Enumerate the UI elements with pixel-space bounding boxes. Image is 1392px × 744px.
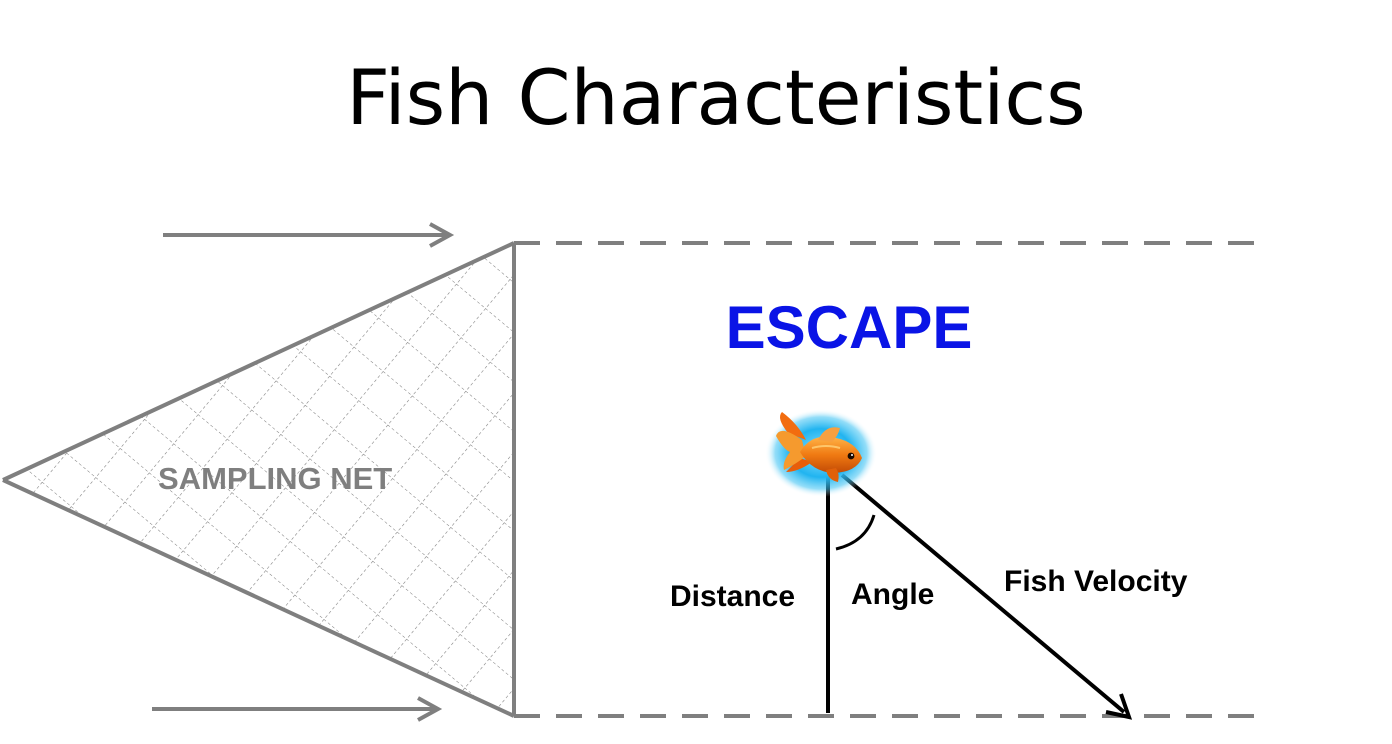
angle-label: Angle <box>851 578 934 611</box>
angle-arc <box>835 514 876 551</box>
velocity-arrow-icon <box>840 473 1133 720</box>
flow-arrow-top <box>163 222 455 248</box>
sampling-net-label: SAMPLING NET <box>158 461 392 496</box>
flow-arrow-bottom <box>152 696 443 722</box>
distance-label: Distance <box>670 580 795 613</box>
escape-label: ESCAPE <box>726 294 973 361</box>
sampling-net <box>2 241 516 718</box>
goldfish-icon <box>765 409 877 497</box>
net-mesh <box>3 243 514 716</box>
fish-velocity-label: Fish Velocity <box>1004 565 1188 598</box>
page-title: Fish Characteristics <box>346 53 1085 142</box>
